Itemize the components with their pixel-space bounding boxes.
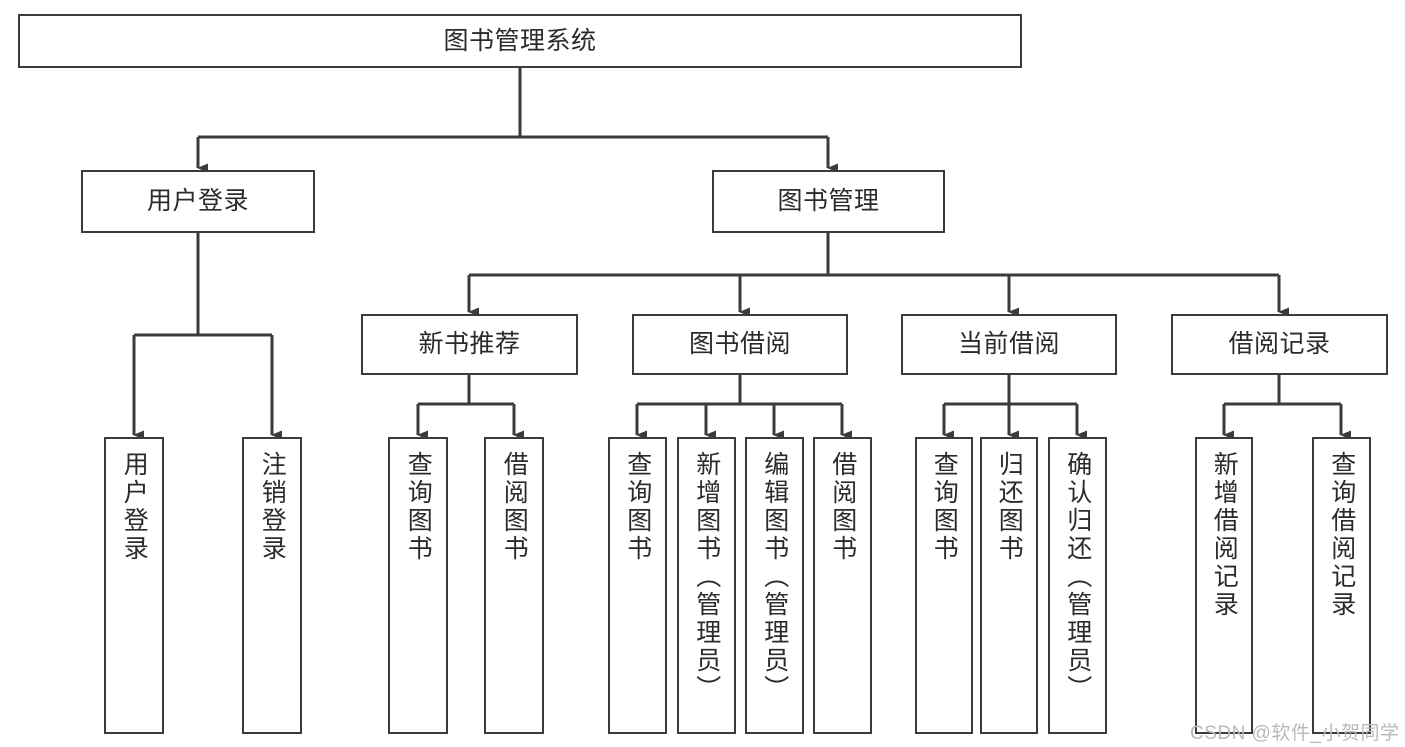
node-label: 查询借阅记录: [1327, 451, 1356, 619]
node-user-login[interactable]: 用户登录: [81, 170, 315, 233]
node-label: 确认归还（管理员）: [1063, 451, 1092, 703]
node-label: 新增图书（管理员）: [692, 451, 721, 703]
node-leaf-add-record[interactable]: 新增借阅记录: [1195, 437, 1253, 734]
node-label: 新增借阅记录: [1210, 451, 1239, 619]
node-root[interactable]: 图书管理系统: [18, 14, 1022, 68]
node-leaf-query-book-3[interactable]: 查询图书: [915, 437, 973, 734]
node-label: 用户登录: [120, 451, 149, 563]
node-label: 借阅记录: [1228, 330, 1331, 359]
node-leaf-borrow-book-1[interactable]: 借阅图书: [484, 437, 544, 734]
node-book-management[interactable]: 图书管理: [712, 170, 945, 233]
node-label: 注销登录: [258, 451, 287, 563]
node-leaf-query-record[interactable]: 查询借阅记录: [1312, 437, 1371, 734]
node-label: 编辑图书（管理员）: [760, 451, 789, 703]
node-leaf-borrow-book-2[interactable]: 借阅图书: [813, 437, 872, 734]
node-label: 图书借阅: [688, 330, 791, 359]
node-leaf-logout[interactable]: 注销登录: [242, 437, 302, 734]
node-label: 图书管理: [777, 187, 880, 216]
node-label: 查询图书: [930, 451, 959, 563]
node-leaf-add-book[interactable]: 新增图书（管理员）: [677, 437, 736, 734]
node-label: 用户登录: [146, 187, 249, 216]
node-leaf-edit-book[interactable]: 编辑图书（管理员）: [745, 437, 804, 734]
node-leaf-return-book[interactable]: 归还图书: [980, 437, 1038, 734]
node-label: 新书推荐: [418, 330, 521, 359]
node-label: 图书管理系统: [443, 26, 597, 55]
node-label: 借阅图书: [500, 451, 529, 563]
node-new-book-recommend[interactable]: 新书推荐: [361, 314, 578, 375]
node-label: 当前借阅: [957, 330, 1060, 359]
node-borrow-record[interactable]: 借阅记录: [1171, 314, 1388, 375]
node-leaf-confirm-return[interactable]: 确认归还（管理员）: [1048, 437, 1107, 734]
node-current-borrow[interactable]: 当前借阅: [901, 314, 1117, 375]
node-leaf-user-login[interactable]: 用户登录: [104, 437, 164, 734]
node-label: 查询图书: [404, 451, 433, 563]
node-label: 归还图书: [995, 451, 1024, 563]
node-leaf-query-book-2[interactable]: 查询图书: [608, 437, 667, 734]
node-label: 借阅图书: [828, 451, 857, 563]
node-leaf-query-book-1[interactable]: 查询图书: [388, 437, 448, 734]
node-book-borrow[interactable]: 图书借阅: [632, 314, 848, 375]
node-label: 查询图书: [623, 451, 652, 563]
csdn-watermark: CSDN @软件_小贺同学: [1190, 723, 1400, 744]
